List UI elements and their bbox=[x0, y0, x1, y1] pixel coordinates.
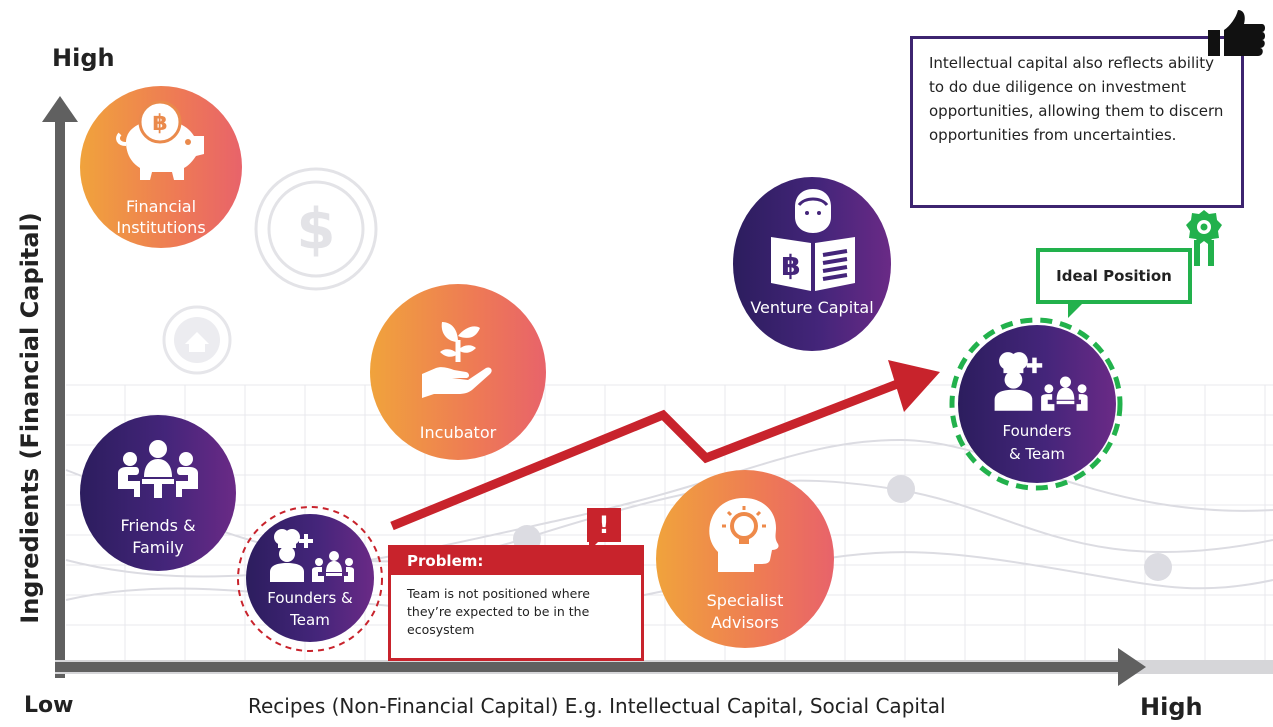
node-label: Founders bbox=[1002, 422, 1072, 440]
svg-text:฿: ฿ bbox=[152, 111, 167, 136]
person-reading-baht-book-icon: ฿ bbox=[771, 189, 855, 291]
problem-title: Problem: bbox=[391, 548, 641, 575]
node-label: Family bbox=[132, 538, 184, 557]
node-label: Team bbox=[290, 611, 330, 629]
x-axis-high-label: High bbox=[1140, 693, 1203, 721]
x-axis bbox=[55, 648, 1273, 686]
node-label: & Team bbox=[1008, 445, 1066, 463]
node-financial-institutions: ฿ Financial Institutions bbox=[80, 86, 242, 248]
node-label: Specialist bbox=[706, 591, 784, 610]
hand-plant-icon bbox=[422, 322, 492, 398]
chef-plus-team-icon bbox=[994, 352, 1088, 411]
faded-house-icon bbox=[162, 305, 232, 375]
node-founders-team-current: Founders & Team bbox=[246, 514, 374, 642]
piggy-bank-baht-icon: ฿ bbox=[116, 100, 204, 180]
node-friends-family: Friends & Family bbox=[80, 415, 236, 571]
node-specialist-advisors: Specialist Advisors bbox=[656, 470, 834, 648]
growth-arrow bbox=[390, 360, 940, 531]
thumbs-up-icon bbox=[1208, 10, 1265, 56]
svg-text:฿: ฿ bbox=[781, 249, 800, 282]
x-axis-low-label: Low bbox=[24, 693, 74, 718]
node-venture-capital: ฿ Venture Capital bbox=[733, 177, 891, 351]
ideal-callout-pointer bbox=[1068, 304, 1082, 318]
y-axis bbox=[42, 96, 78, 678]
people-table-icon bbox=[118, 440, 198, 498]
x-axis-label: Recipes (Non-Financial Capital) E.g. Int… bbox=[248, 694, 946, 718]
svg-text:$: $ bbox=[297, 197, 336, 262]
chef-plus-team-icon bbox=[270, 529, 354, 582]
y-axis-high-label: High bbox=[52, 44, 115, 72]
problem-body: Team is not positioned where they’re exp… bbox=[407, 586, 590, 637]
ideal-position-label: Ideal Position bbox=[1056, 267, 1172, 285]
problem-callout: Problem: Team is not positioned where th… bbox=[388, 545, 644, 661]
ideal-position-callout: Ideal Position bbox=[1036, 248, 1192, 304]
node-incubator: Incubator bbox=[370, 284, 546, 460]
node-label: Venture Capital bbox=[750, 298, 874, 317]
node-label: Institutions bbox=[116, 218, 206, 237]
node-label: Financial bbox=[125, 197, 197, 216]
node-label: Advisors bbox=[711, 613, 779, 632]
intellectual-capital-text: Intellectual capital also reflects abili… bbox=[929, 54, 1224, 144]
exclamation-icon: ! bbox=[587, 508, 621, 551]
founders-low-dashed-ring bbox=[237, 506, 383, 652]
node-label: Incubator bbox=[419, 423, 497, 442]
faded-dollar-coin-icon: $ bbox=[254, 167, 378, 291]
ideal-dashed-ring bbox=[949, 317, 1123, 491]
intellectual-capital-note: Intellectual capital also reflects abili… bbox=[910, 36, 1244, 208]
head-lightbulb-icon bbox=[709, 498, 779, 572]
y-axis-label: Ingredients (Financial Capital) bbox=[16, 212, 44, 624]
node-founders-team-ideal: Founders & Team bbox=[958, 325, 1116, 483]
node-label: Friends & bbox=[120, 516, 196, 535]
node-label: Founders & bbox=[267, 589, 353, 607]
award-ribbon-icon bbox=[1186, 210, 1222, 266]
